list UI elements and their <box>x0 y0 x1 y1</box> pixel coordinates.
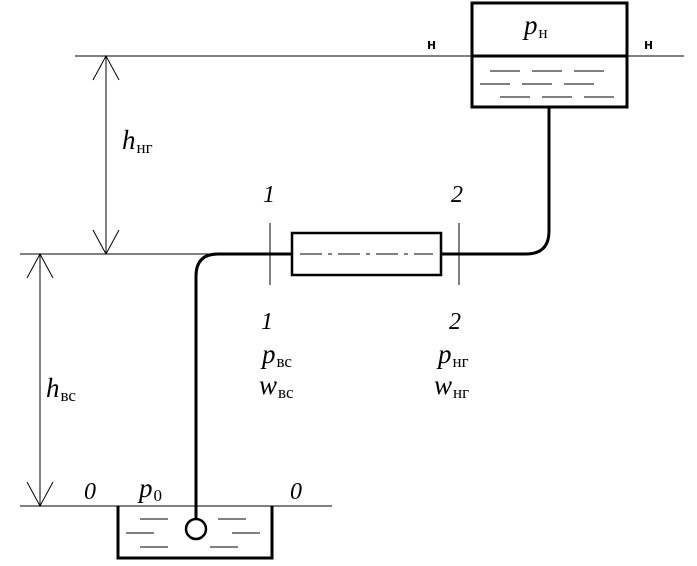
suction-pipe <box>194 252 292 520</box>
p-ng-label: pнг <box>438 339 469 371</box>
w-ng-label: wнг <box>434 370 470 402</box>
p-vs-label: pвс <box>262 339 292 371</box>
level-n-right-label: н <box>644 36 654 53</box>
suction-inlet <box>184 517 208 541</box>
pump <box>290 231 443 277</box>
h-vs-dimension <box>26 252 54 508</box>
level-0-right-label: 0 <box>290 479 302 505</box>
section-2-top-label: 2 <box>451 182 463 208</box>
level-0-left-label: 0 <box>84 479 96 505</box>
top-tank-pressure-label: pн <box>524 10 548 42</box>
section-1-top-label: 1 <box>263 182 275 208</box>
p0-label: p0 <box>139 473 162 505</box>
upper-tank <box>470 1 629 109</box>
section-1-bottom-label: 1 <box>261 309 273 335</box>
h-ng-dimension <box>92 54 120 256</box>
h-ng-label: hнг <box>122 125 153 157</box>
section-2-bottom-label: 2 <box>449 309 461 335</box>
discharge-pipe <box>441 107 551 256</box>
w-vs-label: wвс <box>259 370 294 402</box>
h-vs-label: hвс <box>46 373 76 405</box>
level-n-left-label: н <box>427 36 437 53</box>
lower-tank <box>116 506 274 560</box>
